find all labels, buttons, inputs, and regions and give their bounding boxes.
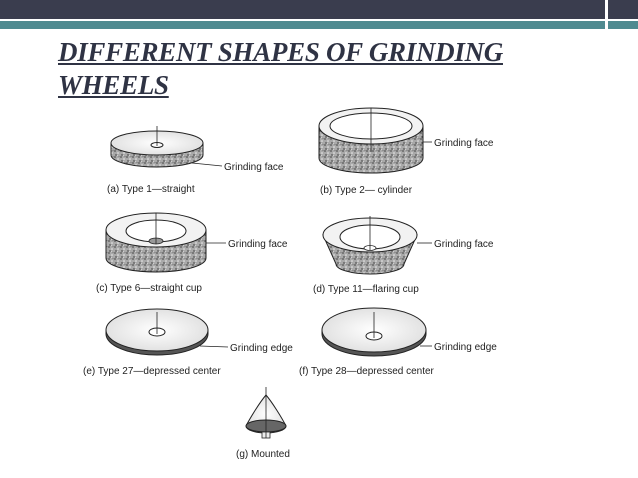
label-grinding-face-b: Grinding face [434,138,494,149]
caption-a: (a) Type 1—straight [107,184,195,195]
wheel-type-6-straight-cup: Grinding face (c) Type 6—straight cup [96,212,288,294]
slide-title-line-2: WHEELS [58,70,169,100]
caption-e: (e) Type 27—depressed center [83,366,221,377]
label-grinding-face-a: Grinding face [224,162,284,173]
wheel-type-2-cylinder: Grinding face (b) Type 2— cylinder [318,107,494,196]
caption-g: (g) Mounted [236,449,290,460]
caption-d: (d) Type 11—flaring cup [313,284,419,295]
label-grinding-face-c: Grinding face [228,239,288,250]
wheel-type-28-depressed-center: Grinding edge (f) Type 28—depressed cent… [299,307,497,377]
top-bar [0,0,605,19]
caption-f: (f) Type 28—depressed center [299,366,435,377]
accent-bar-end [608,21,638,29]
top-bar-end [608,0,638,19]
wheel-type-1-straight: Grinding face (a) Type 1—straight [107,126,284,195]
accent-bar [0,21,605,29]
label-grinding-edge-e: Grinding edge [230,343,293,354]
label-grinding-face-d: Grinding face [434,239,494,250]
slide-title-line-1: DIFFERENT SHAPES OF GRINDING [58,37,503,67]
wheel-mounted: (g) Mounted [236,387,290,460]
label-grinding-edge-f: Grinding edge [434,342,497,353]
caption-c: (c) Type 6—straight cup [96,283,202,294]
slide-title: DIFFERENT SHAPES OF GRINDING WHEELS [58,36,618,102]
caption-b: (b) Type 2— cylinder [320,185,413,196]
wheel-type-11-flaring-cup: Grinding face (d) Type 11—flaring cup [313,216,494,295]
wheel-type-27-depressed-center: Grinding edge (e) Type 27—depressed cent… [83,308,293,377]
